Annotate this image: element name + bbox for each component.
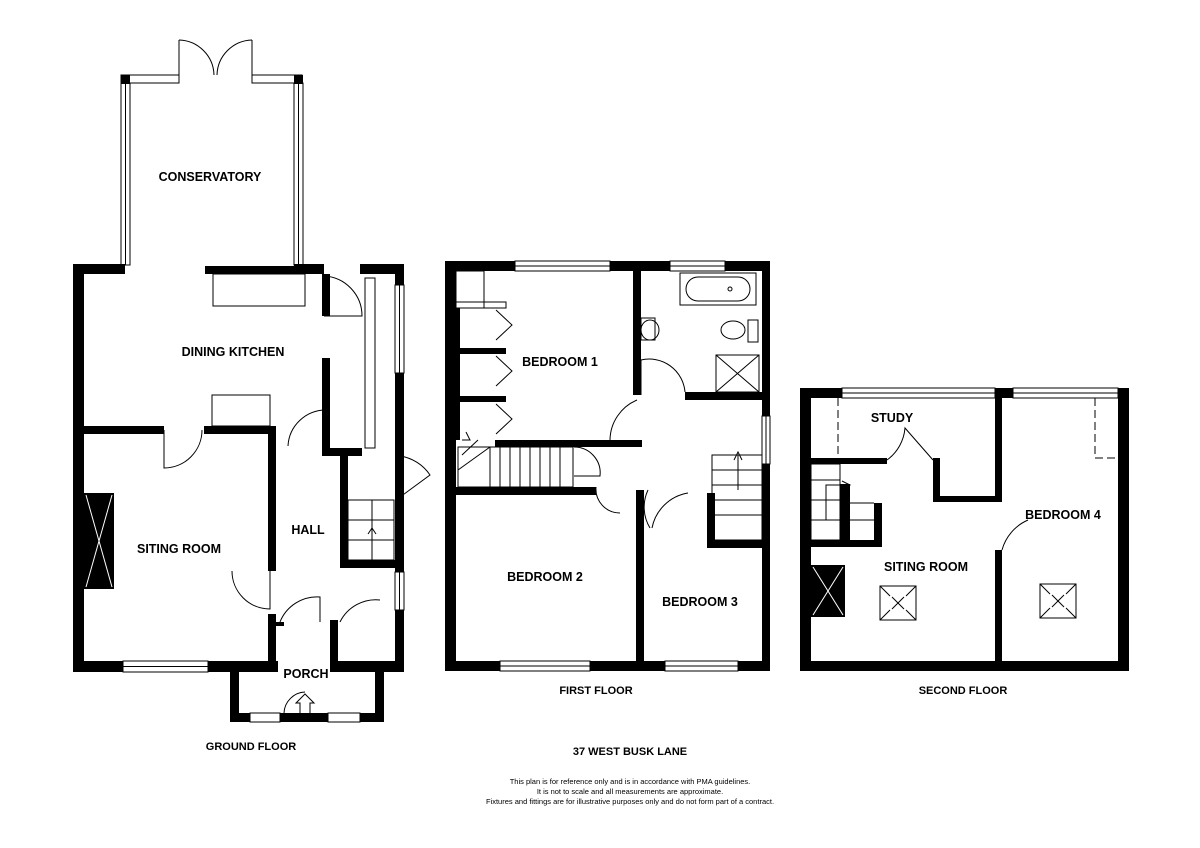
room-label-bedroom-2: BEDROOM 2 <box>507 570 583 584</box>
second-floor-stairs <box>810 463 874 541</box>
ground-floor-walls <box>73 264 404 722</box>
eaves-lines <box>837 398 1118 459</box>
floor-labels: GROUND FLOOR FIRST FLOOR SECOND FLOOR <box>206 685 1008 753</box>
fireplace <box>84 493 114 589</box>
ground-floor-plan <box>73 39 431 723</box>
room-label-bedroom-3: BEDROOM 3 <box>662 595 738 609</box>
room-labels: CONSERVATORY DINING KITCHEN SITING ROOM … <box>137 170 1101 681</box>
second-floor-doors <box>886 426 1029 551</box>
second-floor-fireplace <box>811 565 845 617</box>
entrance-arrow <box>283 691 316 714</box>
first-floor-doors <box>573 358 689 529</box>
room-label-bedroom-1: BEDROOM 1 <box>522 355 598 369</box>
room-label-bedroom-4: BEDROOM 4 <box>1025 508 1101 522</box>
wardrobe-doors <box>455 270 513 435</box>
room-label-study: STUDY <box>871 411 914 425</box>
disclaimer-line-2: It is not to scale and all measurements … <box>536 787 724 796</box>
property-address: 37 WEST BUSK LANE <box>572 746 688 758</box>
room-label-porch: PORCH <box>283 667 328 681</box>
kitchen-units <box>211 273 306 427</box>
room-label-hall: HALL <box>291 523 325 537</box>
skylight-icon <box>879 583 1077 621</box>
ground-floor-windows <box>122 277 405 723</box>
second-floor-windows <box>841 387 1119 399</box>
disclaimer-line-3: Fixtures and fittings are for illustrati… <box>485 797 775 806</box>
room-label-siting-room-second: SITING ROOM <box>884 560 968 574</box>
ground-floor-stairs <box>347 499 395 561</box>
floor-label-ground: GROUND FLOOR <box>206 741 296 753</box>
room-label-dining-kitchen: DINING KITCHEN <box>182 345 285 359</box>
first-floor-plan <box>445 260 771 672</box>
first-floor-windows <box>499 260 771 672</box>
disclaimer-line-1: This plan is for reference only and is i… <box>509 777 751 786</box>
conservatory-walls <box>120 39 304 266</box>
ground-floor-doors <box>163 275 431 623</box>
floor-label-first: FIRST FLOOR <box>559 685 632 697</box>
second-floor-walls <box>800 388 1129 671</box>
bathroom-fixtures <box>640 272 760 393</box>
first-floor-walls <box>445 261 770 671</box>
first-floor-stairs <box>457 431 763 541</box>
room-label-conservatory: CONSERVATORY <box>159 170 262 184</box>
second-floor-plan <box>800 387 1129 671</box>
floor-label-second: SECOND FLOOR <box>919 685 1008 697</box>
room-label-siting-room: SITING ROOM <box>137 542 221 556</box>
